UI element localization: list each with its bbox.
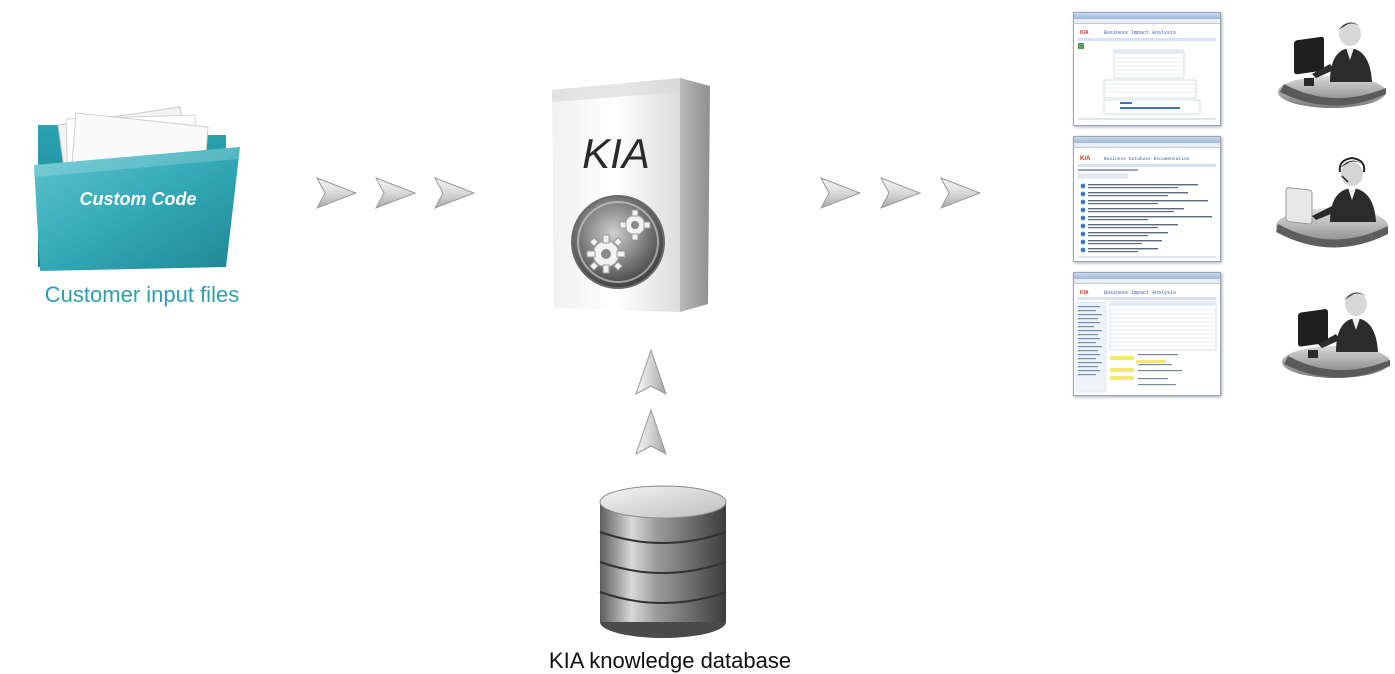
kia-box-title: KIA <box>582 130 650 177</box>
arrow-right-icon <box>940 177 982 209</box>
kia-software-box: KIA <box>552 78 710 312</box>
arrow-right-icon <box>434 177 476 209</box>
support-agent-with-headset-icon <box>1276 156 1388 248</box>
report-heading: Business Impact Analysis <box>1104 290 1176 296</box>
report-thumbnail: KIA Business Database Documentation <box>1073 136 1221 262</box>
report-thumbnail: KIA Business Impact Analysis <box>1073 272 1221 396</box>
arrow-up-icon <box>635 348 667 396</box>
svg-text:KIA: KIA <box>1080 156 1091 162</box>
database-caption: KIA knowledge database <box>548 648 792 673</box>
arrow-right-icon <box>820 177 862 209</box>
arrow-right-icon <box>375 177 417 209</box>
user-at-desk-icon <box>1282 292 1390 378</box>
user-at-desk-icon <box>1278 22 1386 108</box>
report-thumbnail: KIA Business Impact Analysis <box>1073 12 1221 126</box>
svg-text:KIA: KIA <box>1080 30 1089 36</box>
report-content: KIA Business Impact Analysis <box>1075 290 1217 393</box>
arrow-right-icon <box>316 177 358 209</box>
arrow-up-icon <box>635 408 667 456</box>
report-heading: Business Database Documentation <box>1104 156 1190 162</box>
svg-text:KIA: KIA <box>1080 290 1089 296</box>
report-content: KIA Business Database Documentation <box>1077 156 1216 258</box>
custom-code-folder: Custom Code <box>34 106 240 271</box>
gears-icon <box>571 195 665 289</box>
folder-caption: Customer input files <box>44 282 240 307</box>
knowledge-database-icon <box>599 485 727 638</box>
report-content: KIA Business Impact Analysis <box>1078 30 1216 120</box>
arrow-right-icon <box>880 177 922 209</box>
report-heading: Business Impact Analysis <box>1104 30 1176 36</box>
folder-tab-text: Custom Code <box>80 189 197 209</box>
